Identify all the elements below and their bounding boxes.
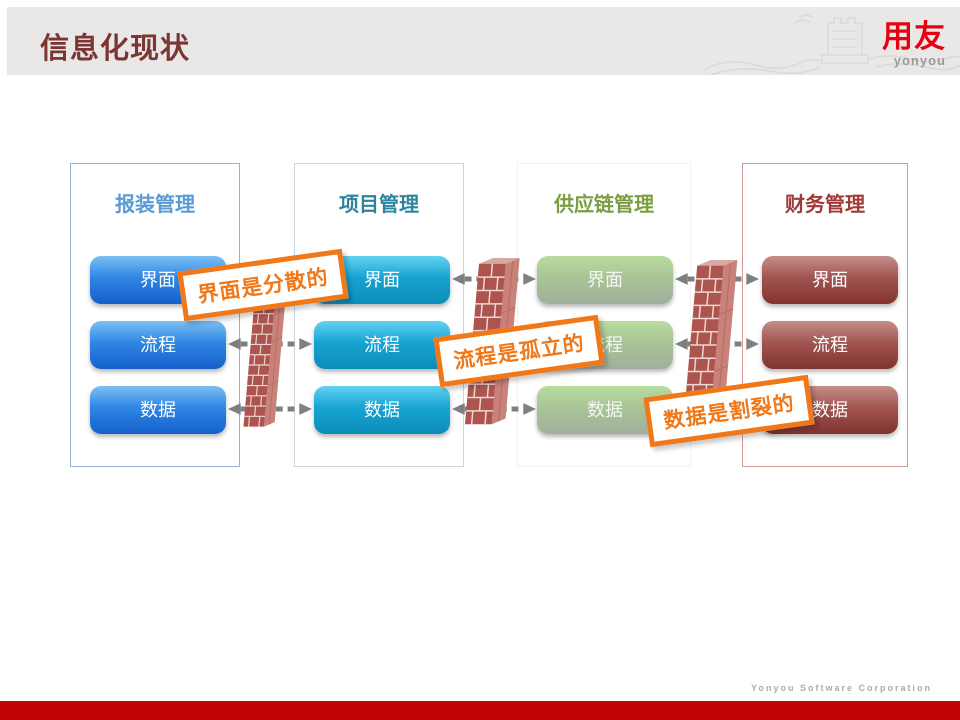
column-panel-xiangmu: 项目管理 界面 流程 数据 (294, 163, 464, 467)
column-title: 项目管理 (339, 194, 419, 216)
column-title: 报装管理 (115, 194, 195, 216)
column-panel-caiwu: 财务管理 界面 流程 数据 (742, 163, 908, 467)
logo-brand-text: 用友 (882, 19, 946, 54)
logo-sub-text: yonyou (893, 53, 946, 68)
footer-company: Yonyou Software Corporation (751, 683, 932, 693)
layer-box-interface: 界面 (537, 256, 673, 304)
page-title: 信息化现状 (40, 33, 191, 65)
column-title: 财务管理 (785, 194, 865, 216)
column-title: 供应链管理 (554, 194, 654, 216)
footer-red-bar (0, 701, 960, 720)
layer-box-data: 数据 (314, 386, 450, 434)
layer-box-process: 流程 (90, 321, 226, 369)
layer-box-process: 流程 (762, 321, 898, 369)
layer-box-interface: 界面 (762, 256, 898, 304)
great-wall-sketch-icon (704, 14, 960, 75)
yonyou-logo: 用友 yonyou (882, 21, 946, 67)
layer-box-data: 数据 (90, 386, 226, 434)
layer-box-process: 流程 (314, 321, 450, 369)
header-band: 信息化现状 用友 yonyou (7, 7, 960, 75)
